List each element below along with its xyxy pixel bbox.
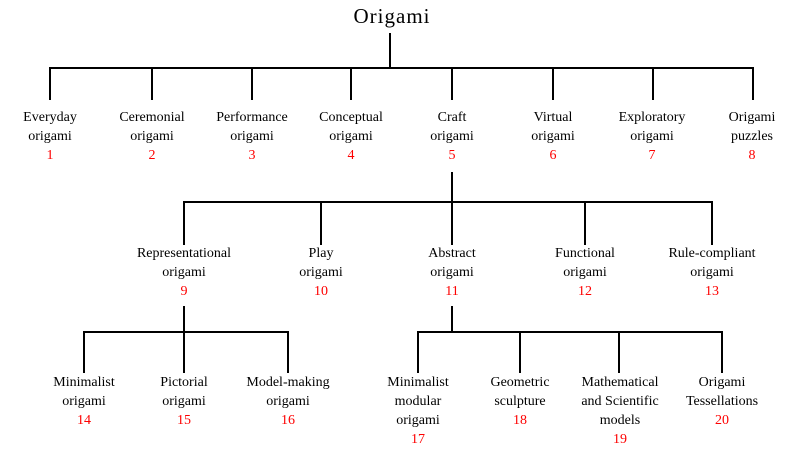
node-number: 18 [513,413,527,428]
node-label: Minimalist origami [53,375,115,409]
node-label: Play origami [299,246,343,280]
connector-drop [183,331,185,373]
node-number: 6 [549,148,557,163]
node-number: 15 [177,413,191,428]
connector-drop [49,67,51,100]
connector-drop [652,67,654,100]
node-label: Exploratory origami [618,110,686,144]
tree-node-geometric-sculpture: Geometric sculpture 18 [490,373,549,430]
node-label: Conceptual origami [319,110,383,144]
node-number: 9 [180,284,188,299]
node-label: Origami puzzles [728,110,776,144]
tree-node-representational-origami: Representational origami 9 [137,244,231,301]
node-number: 10 [313,284,328,299]
connector-drop [711,201,713,245]
connector-drop [519,331,521,373]
node-label: Ceremonial origami [119,110,185,144]
tree-node-ceremonial-origami: Ceremonial origami 2 [119,108,184,165]
tree-node-functional-origami: Functional origami 12 [555,244,615,301]
node-number: 12 [577,284,592,299]
connector-drop [752,67,754,100]
connector-level3-left-bar [84,331,289,333]
node-label: Abstract origami [428,246,476,280]
node-label: Mathematical and Scientific models [581,375,659,428]
tree-node-craft-origami: Craft origami 5 [430,108,474,165]
tree-node-exploratory-origami: Exploratory origami 7 [619,108,686,165]
node-number: 4 [347,148,355,163]
connector-drop [721,331,723,373]
node-number: 19 [613,432,627,447]
node-label: Minimalist modular origami [387,375,449,428]
tree-node-minimalist-modular-origami: Minimalist modular origami 17 [387,373,448,449]
tree-node-rule-compliant-origami: Rule-compliant origami 13 [668,244,755,301]
node-label: Geometric sculpture [490,375,550,409]
tree-node-origami-root: Origami [353,4,431,28]
connector-drop [287,331,289,373]
connector-craft-stem [451,172,453,201]
connector-level2-bar [184,201,713,203]
node-number: 11 [445,284,459,299]
tree-node-virtual-origami: Virtual origami 6 [531,108,575,165]
connector-root-stem [389,33,391,67]
node-number: 1 [46,148,54,163]
node-number: 5 [448,148,456,163]
tree-node-abstract-origami: Abstract origami 11 [428,244,475,301]
tree-node-performance-origami: Performance origami 3 [216,108,288,165]
tree-node-origami-puzzles: Origami puzzles 8 [729,108,776,165]
node-number: 2 [148,148,156,163]
node-number: 14 [76,413,91,428]
connector-drop [350,67,352,100]
connector-abstract-stem [451,306,453,332]
node-label: Origami Tessellations [685,375,759,409]
node-number: 3 [248,148,256,163]
node-label: Representational origami [136,246,232,280]
tree-node-mathematical-scientific-models: Mathematical and Scientific models 19 [581,373,658,449]
node-label: Craft origami [430,110,474,144]
node-number: 20 [715,413,729,428]
tree-node-model-making-origami: Model-making origami 16 [246,373,329,430]
node-label: Rule-compliant origami [668,246,756,280]
node-label: Model-making origami [246,375,330,409]
connector-drop [151,67,153,100]
connector-drop [183,201,185,245]
tree-node-play-origami: Play origami 10 [299,244,343,301]
connector-drop [251,67,253,100]
tree-node-minimalist-origami: Minimalist origami 14 [53,373,114,430]
connector-drop [320,201,322,245]
node-label: Virtual origami [531,110,575,144]
node-number: 16 [281,413,295,428]
node-number: 17 [410,432,425,447]
node-label: Pictorial origami [160,375,208,409]
tree-node-pictorial-origami: Pictorial origami 15 [160,373,207,430]
connector-drop [618,331,620,373]
connector-drop [451,201,453,245]
tree-node-conceptual-origami: Conceptual origami 4 [319,108,383,165]
node-number: 8 [748,148,756,163]
connector-drop [83,331,85,373]
node-number: 13 [705,284,719,299]
connector-representational-stem [183,306,185,332]
tree-node-origami-tessellations: Origami Tessellations 20 [686,373,758,430]
connector-level3-right-bar [418,331,723,333]
connector-level1-bar [50,67,754,69]
tree-node-everyday-origami: Everyday origami 1 [23,108,77,165]
node-label: Performance origami [216,110,288,144]
connector-drop [584,201,586,245]
node-label: Everyday origami [23,110,77,144]
connector-drop [417,331,419,373]
connector-drop [552,67,554,100]
node-number: 7 [648,148,656,163]
connector-drop [451,67,453,100]
node-label: Functional origami [555,246,615,280]
